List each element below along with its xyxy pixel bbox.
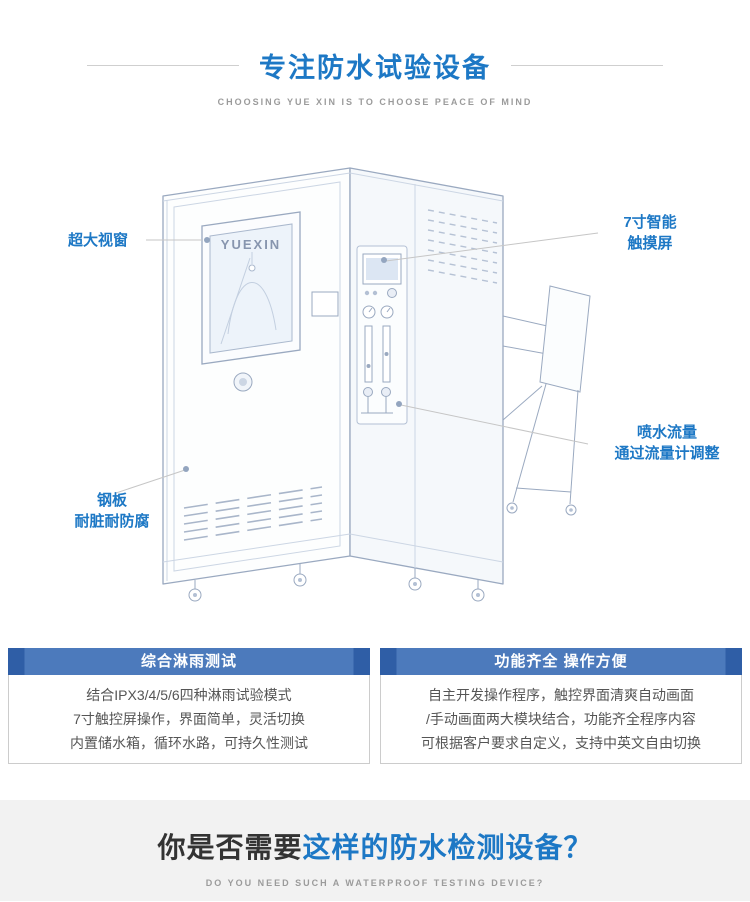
panel-button	[372, 290, 378, 296]
feature-title-left: 综合淋雨测试	[8, 648, 370, 675]
yuexin-logo: YUEXIN	[221, 237, 281, 252]
feature-body-right: 自主开发操作程序，触控界面清爽自动画面 /手动画面两大模块结合，功能齐全程序内容…	[380, 675, 742, 764]
feature-line: 可根据客户要求自定义，支持中英文自由切换	[421, 735, 701, 751]
door-knob-center	[239, 378, 247, 386]
callout-flow-label: 喷水流量 通过流量计调整	[590, 422, 744, 464]
flow-valve	[381, 387, 391, 397]
feature-line: 内置储水箱，循环水路，可持久性测试	[70, 735, 308, 751]
control-panel	[356, 245, 408, 425]
callout-touchscreen-line1: 7寸智能	[623, 214, 677, 231]
header-section: 专注防水试验设备 CHOOSING YUE XIN IS TO CHOOSE P…	[0, 0, 750, 130]
nameplate	[311, 291, 339, 317]
emergency-button	[387, 288, 397, 298]
touchscreen-display	[366, 258, 398, 280]
title-divider-right	[511, 65, 663, 66]
illustration-stage: YUEXIN	[0, 130, 750, 642]
spray-nozzle	[248, 264, 256, 272]
page-title: 专注防水试验设备	[259, 53, 491, 83]
feature-line: 7寸触控屏操作，界面简单，灵活切换	[73, 711, 305, 727]
flow-meters	[361, 325, 393, 414]
front-vents	[183, 486, 323, 541]
viewing-window: YUEXIN	[201, 211, 301, 365]
feature-card-operation: 功能齐全 操作方便 自主开发操作程序，触控界面清爽自动画面 /手动画面两大模块结…	[380, 648, 742, 764]
callout-lines	[115, 232, 599, 494]
feature-card-rain-test: 综合淋雨测试 结合IPX3/4/5/6四种淋雨试验模式 7寸触控屏操作，界面简单…	[8, 648, 370, 764]
callout-flow-line2: 通过流量计调整	[614, 445, 720, 462]
side-vents	[427, 209, 498, 284]
callout-flow-line1: 喷水流量	[636, 424, 697, 441]
stand	[502, 285, 591, 516]
feature-line: 自主开发操作程序，触控界面清爽自动画面	[428, 687, 694, 703]
callout-touchscreen-line2: 触摸屏	[627, 235, 673, 252]
callout-steel-line1: 钢板	[96, 492, 127, 509]
feature-body-left: 结合IPX3/4/5/6四种淋雨试验模式 7寸触控屏操作，界面简单，灵活切换 内…	[8, 675, 370, 764]
window-glass-detail	[220, 252, 277, 345]
title-row: 专注防水试验设备	[0, 46, 750, 85]
flow-valve	[363, 387, 373, 397]
feature-title-right: 功能齐全 操作方便	[380, 648, 742, 675]
feature-line: /手动画面两大模块结合，功能齐全程序内容	[426, 711, 696, 727]
casters	[188, 564, 485, 602]
footer-banner: 你是否需要这样的防水检测设备？ DO YOU NEED SUCH A WATER…	[0, 800, 750, 901]
footer-subtitle: DO YOU NEED SUCH A WATERPROOF TESTING DE…	[205, 878, 545, 888]
title-divider-left	[87, 65, 239, 66]
panel-seams	[162, 172, 504, 581]
page-subtitle: CHOOSING YUE XIN IS TO CHOOSE PEACE OF M…	[217, 97, 533, 107]
footer-question: 你是否需要这样的防水检测设备？	[0, 826, 750, 866]
callout-window-label: 超大视窗	[50, 230, 146, 251]
feature-line: 结合IPX3/4/5/6四种淋雨试验模式	[86, 687, 292, 703]
features-section: 综合淋雨测试 结合IPX3/4/5/6四种淋雨试验模式 7寸触控屏操作，界面简单…	[8, 648, 742, 764]
footer-question-accent: 这样的防水检测设备？	[302, 832, 593, 863]
panel-button	[364, 290, 370, 296]
callout-dots	[183, 237, 402, 472]
callout-steel-label: 钢板 耐脏耐防腐	[60, 490, 164, 532]
callout-steel-line2: 耐脏耐防腐	[74, 513, 150, 530]
machine-illustration: YUEXIN	[115, 167, 599, 602]
callout-window-text: 超大视窗	[67, 232, 128, 249]
callout-touchscreen-label: 7寸智能 触摸屏	[600, 212, 700, 254]
footer-question-dark: 你是否需要	[157, 832, 303, 863]
